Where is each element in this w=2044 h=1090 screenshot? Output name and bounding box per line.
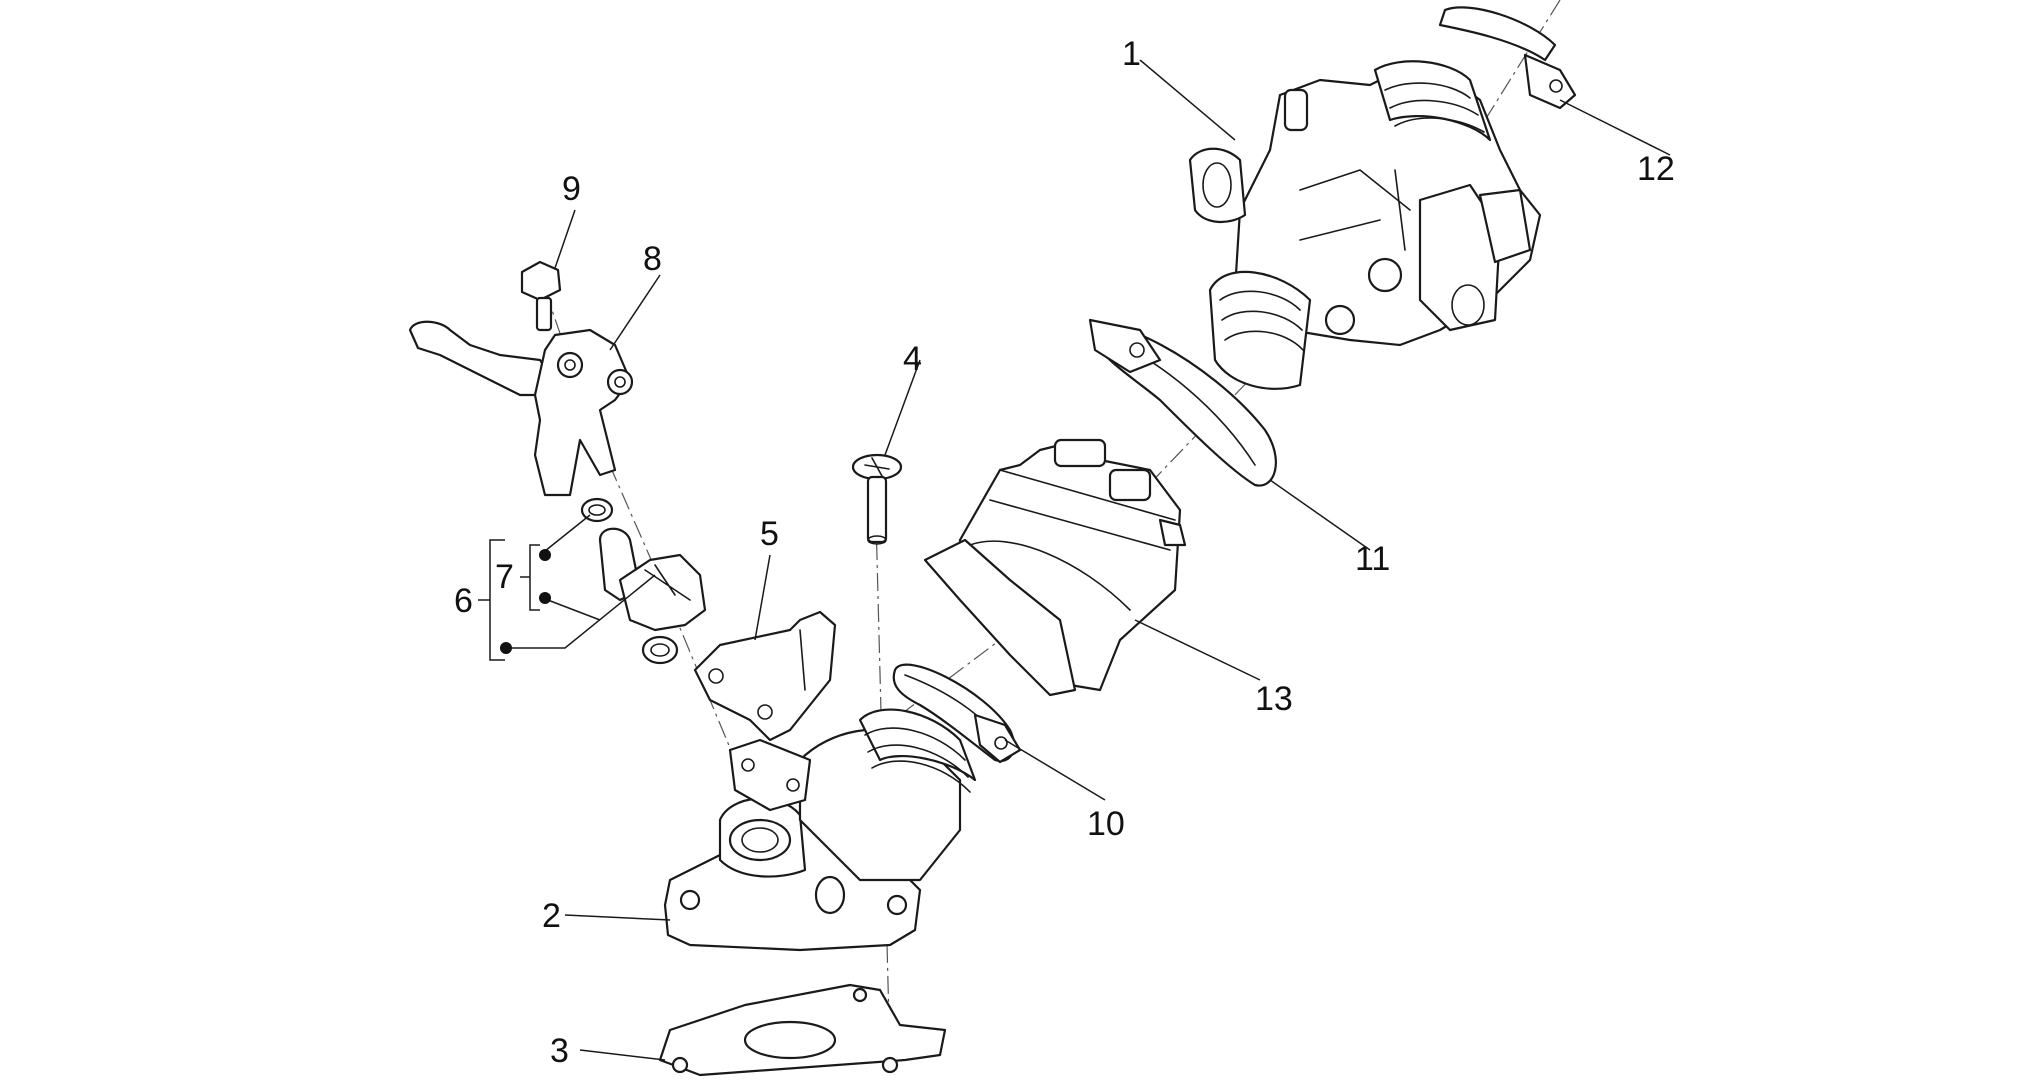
callout-6: 6 [454,582,473,620]
bullet-dot [500,642,512,654]
callout-5: 5 [760,515,779,553]
bullet-dot [539,592,551,604]
intake-sleeve [923,438,1187,697]
callout-8: 8 [643,240,662,278]
callout-4: 4 [903,340,922,378]
callout-12: 12 [1637,150,1675,188]
leader-lines [505,59,1671,1061]
callout-7: 7 [495,558,514,596]
bolt [520,260,562,332]
sensor-assembly [580,497,707,665]
throttle-body [1188,60,1542,390]
injector-holder [408,320,634,497]
manifold-gasket [658,983,947,1077]
intake-manifold [663,708,977,952]
callout-bracket [478,539,551,661]
callout-11: 11 [1355,540,1390,578]
callout-3: 3 [550,1032,569,1070]
screw [851,453,903,545]
callout-2: 2 [542,897,561,935]
callout-13: 13 [1255,680,1293,718]
callout-10: 10 [1087,805,1125,843]
hose-clamp-top [1438,6,1577,110]
callout-labels: 1 2 3 4 5 6 7 8 9 10 11 12 13 [454,35,1675,1070]
hose-clamp-small [892,663,1022,764]
mounting-bracket [693,610,837,742]
callout-9: 9 [562,170,581,208]
hose-clamp-large [1088,318,1277,487]
bullet-dot [539,549,551,561]
callout-1: 1 [1122,35,1141,73]
